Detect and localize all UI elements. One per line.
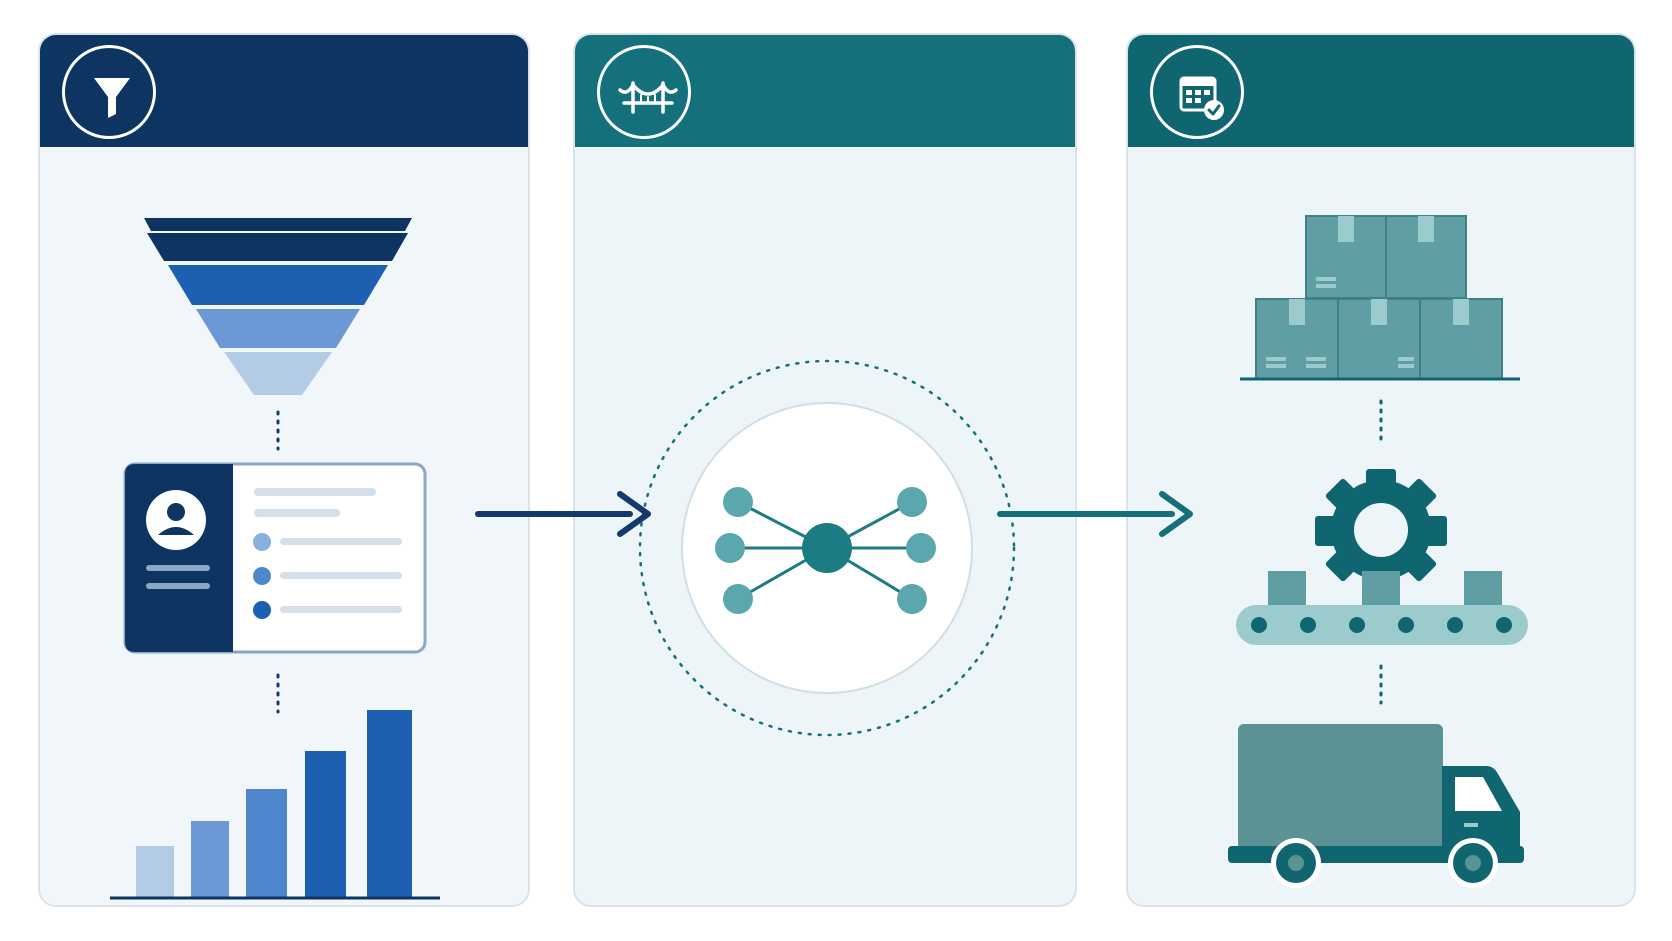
conveyor-icon — [1236, 571, 1528, 645]
panel-bridge-header — [575, 35, 1075, 147]
bar-chart-icon — [110, 710, 440, 900]
funnel-icon — [62, 45, 156, 139]
panel-bridge-body — [575, 147, 1075, 905]
panel-bridge — [573, 33, 1077, 907]
panel-schedule — [1126, 33, 1636, 907]
panel-filter-header — [40, 35, 528, 147]
funnel-graphic — [144, 218, 412, 395]
calendar-check-icon — [1150, 45, 1244, 139]
truck-icon — [1228, 724, 1524, 888]
panel-schedule-body — [1128, 147, 1634, 905]
dotted-ring — [638, 359, 1016, 737]
panel-filter — [38, 33, 530, 907]
network-hub-icon — [715, 487, 936, 614]
profile-card-icon — [123, 462, 427, 654]
panel-schedule-header — [1128, 35, 1634, 147]
panel-filter-body — [40, 147, 528, 905]
boxes-icon — [1240, 215, 1520, 381]
bridge-icon — [597, 45, 691, 139]
